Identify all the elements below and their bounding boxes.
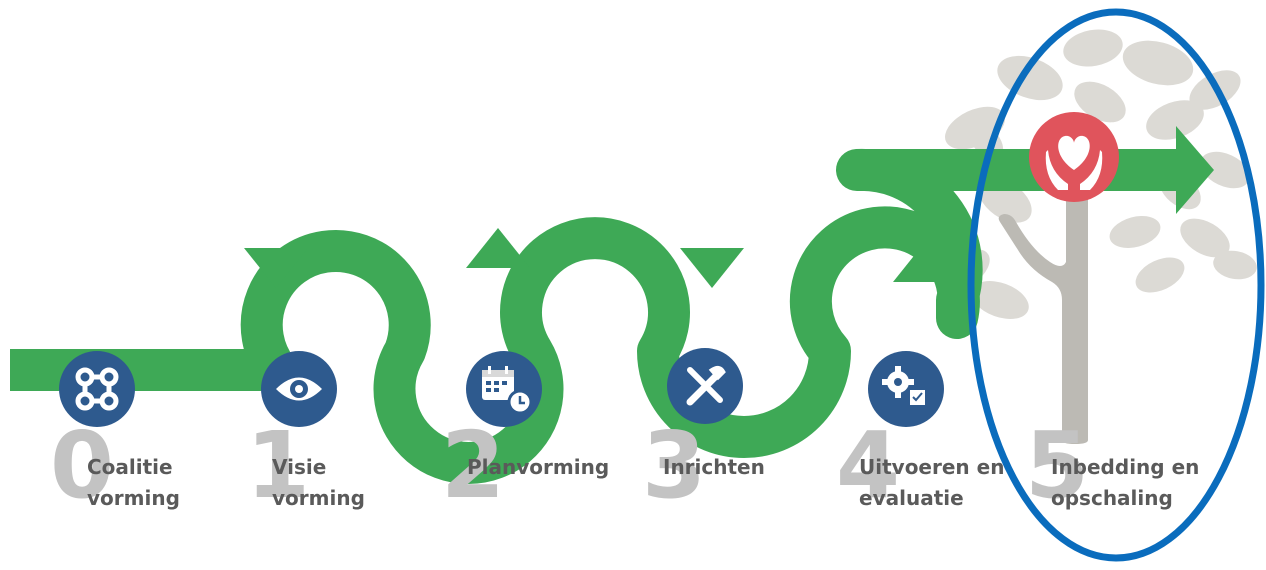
arrow-head xyxy=(1176,126,1214,214)
step-number: 2 xyxy=(441,412,506,519)
calendar-clock-icon xyxy=(482,366,533,415)
network-icon xyxy=(75,367,119,411)
loop-chevron-down xyxy=(680,248,744,288)
step-icon-0 xyxy=(59,351,135,427)
step-label: Coalitie vorming xyxy=(87,452,180,514)
loop-chevron-up xyxy=(466,228,530,268)
step-icon-2 xyxy=(466,351,542,427)
step-label-line: opschaling xyxy=(1051,486,1173,510)
step-icon-4 xyxy=(868,351,944,427)
tools-icon xyxy=(686,365,726,406)
step-label-line: vorming xyxy=(87,486,180,510)
step-label-line: Visie xyxy=(272,455,327,479)
step-number: 1 xyxy=(246,412,311,519)
step-label: Planvorming xyxy=(467,452,609,483)
step-number: 3 xyxy=(642,412,707,519)
step-label-line: Planvorming xyxy=(467,455,610,479)
step-label-line: Coalitie xyxy=(87,455,173,479)
step-number: 5 xyxy=(1025,412,1090,519)
step-label: Inrichten xyxy=(663,452,765,483)
tree-leaves xyxy=(940,29,1257,319)
step-label-line: vorming xyxy=(272,486,365,510)
step-label-line: Uitvoeren en xyxy=(859,455,1005,479)
loop-chevron-up xyxy=(893,242,957,282)
step-label-line: Inbedding en xyxy=(1051,455,1200,479)
eye-icon xyxy=(276,377,322,401)
tree-trunk xyxy=(998,192,1088,444)
step-icon-3 xyxy=(667,348,743,424)
loop-chevron-down xyxy=(244,248,308,288)
step-label: Visie vorming xyxy=(272,452,365,514)
step-icon-5 xyxy=(1029,112,1119,202)
step-label-line: Inrichten xyxy=(663,455,765,479)
step-icon-1 xyxy=(261,351,337,427)
step-label: Uitvoeren en evaluatie xyxy=(859,452,1004,514)
step-number: 0 xyxy=(50,412,115,519)
tree-illustration xyxy=(940,29,1257,444)
gear-checklist-icon xyxy=(882,366,927,407)
step-number: 4 xyxy=(836,412,901,519)
step-label-line: evaluatie xyxy=(859,486,964,510)
process-arrow xyxy=(10,126,1214,484)
heart-hands-icon xyxy=(1045,135,1103,190)
step-label: Inbedding en opschaling xyxy=(1051,452,1199,514)
highlight-ellipse xyxy=(967,8,1265,562)
